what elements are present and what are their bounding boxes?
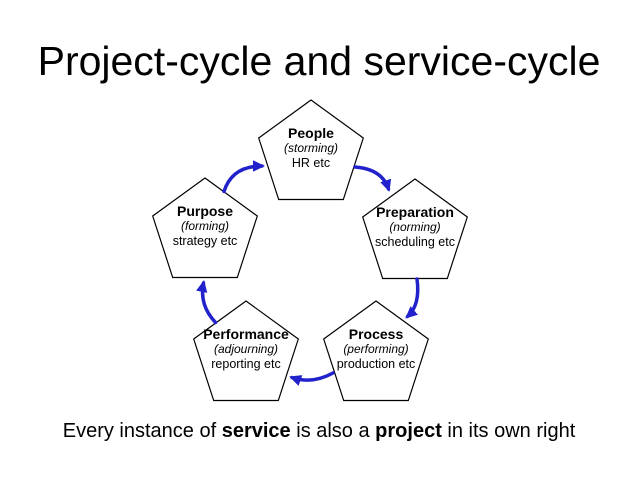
arrow-process-to-performance — [289, 371, 335, 386]
activity-text: scheduling etc — [375, 235, 455, 249]
stage-name: (adjourning) — [213, 342, 279, 356]
pentagon-name: People — [288, 125, 334, 141]
stage-name: (norming) — [389, 220, 441, 234]
footer-bold-project: project — [375, 420, 442, 442]
page-title: Project-cycle and service-cycle — [37, 38, 601, 84]
stage-name: (storming) — [283, 141, 338, 155]
footer-bold-service: service — [221, 420, 291, 442]
footer-statement: Every instance of service is also a proj… — [0, 418, 638, 444]
pentagon-name: Purpose — [176, 203, 233, 219]
pentagon-label-preparation: Preparation (norming) scheduling etc — [350, 205, 480, 250]
activity-text: production etc — [336, 357, 416, 371]
pentagon-label-process: Process (performing) production etc — [311, 327, 441, 372]
activity-text: strategy etc — [172, 234, 238, 248]
activity-text: reporting etc — [211, 357, 281, 371]
pentagon-preparation-shape — [361, 178, 469, 280]
pentagon-name: Process — [348, 326, 404, 342]
footer-text-post: in its own right — [441, 420, 576, 442]
stage-name: (performing) — [343, 342, 409, 356]
arrow-performance-to-purpose — [196, 280, 218, 325]
pentagon-people-shape — [257, 99, 365, 201]
pentagon-performance-shape — [192, 300, 300, 402]
pentagon-name: Preparation — [376, 204, 454, 220]
arrow-preparation-to-process — [405, 277, 420, 319]
arrow-people-to-preparation — [353, 165, 392, 192]
pentagon-process-shape — [322, 300, 430, 402]
pentagon-label-people: People (storming) HR etc — [246, 126, 376, 171]
pentagon-label-performance: Performance (adjourning) reporting etc — [181, 327, 311, 372]
activity-text: HR etc — [291, 156, 331, 170]
footer-text-mid: is also a — [290, 420, 376, 442]
pentagon-purpose-shape — [151, 177, 259, 279]
stage-name: (forming) — [180, 219, 229, 233]
footer-text-pre: Every instance of — [62, 420, 222, 442]
pentagon-name: Performance — [203, 326, 289, 342]
pentagon-label-purpose: Purpose (forming) strategy etc — [140, 204, 270, 249]
arrow-purpose-to-people — [222, 160, 265, 194]
